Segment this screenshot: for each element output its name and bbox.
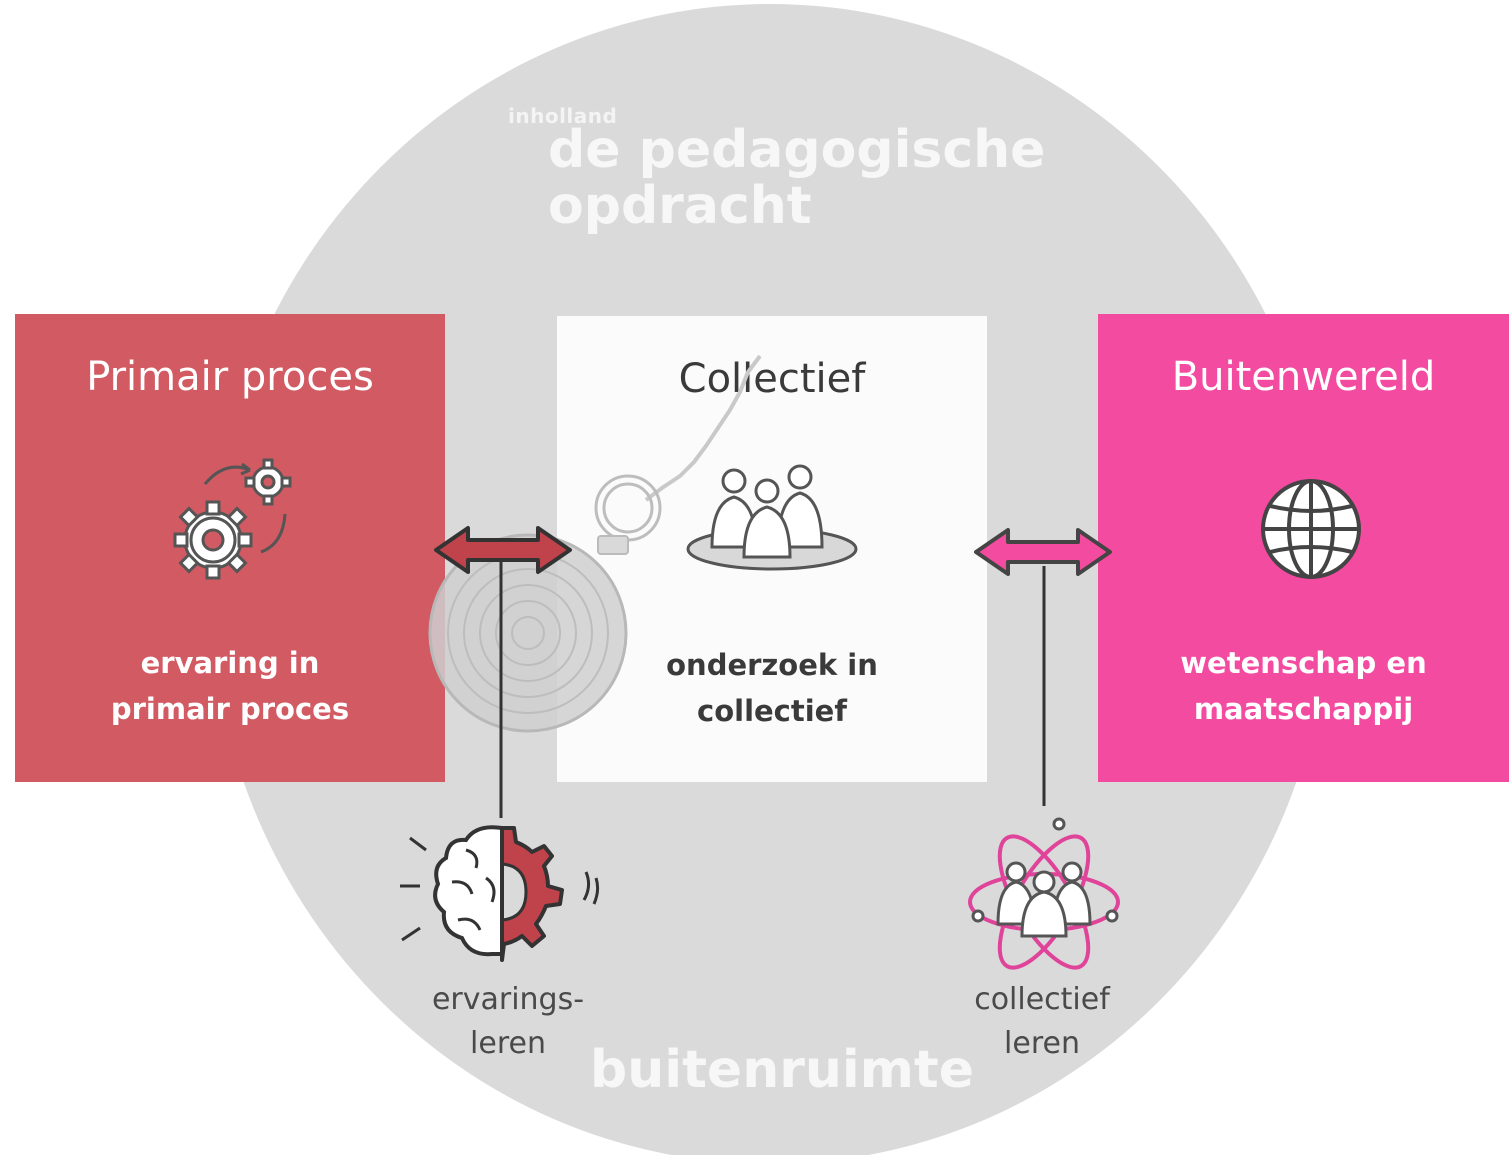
diagram-title: de pedagogische opdracht [548,122,1045,234]
atom-people-icon [968,817,1120,970]
title-line-1: de pedagogische [548,120,1046,180]
panel-title: Buitenwereld [1171,354,1436,400]
collectief-leren-label: collectief leren [974,982,1110,1061]
double-arrow-right [974,528,1112,576]
brain-gear-icon [400,825,600,962]
panel-collectief: Collectief onderzoek in collectief [557,316,987,782]
ervaringsleren-label: ervarings- leren [431,982,585,1061]
panel-buitenwereld: Buitenwereld wetenschap en maatschappij [1098,314,1509,782]
panel-subtitle: onderzoek in collectief [666,648,878,728]
panel-title: Collectief [678,356,866,402]
connector-line-right [1042,566,1046,806]
panel-primair-proces: Primair proces [15,314,445,782]
title-line-2: opdracht [548,176,812,236]
panel-subtitle: ervaring in primair proces [110,646,350,726]
buitenruimte-label: buitenruimte [590,1040,975,1100]
double-arrow-left [434,526,572,574]
gears-icon [173,458,292,580]
panel-subtitle: wetenschap en maatschappij [1180,646,1427,726]
connector-line-left [499,560,503,818]
brand-logo: inholland [508,104,618,128]
globe-icon [1261,479,1361,579]
panel-title: Primair proces [86,354,374,400]
group-icon [686,464,858,571]
